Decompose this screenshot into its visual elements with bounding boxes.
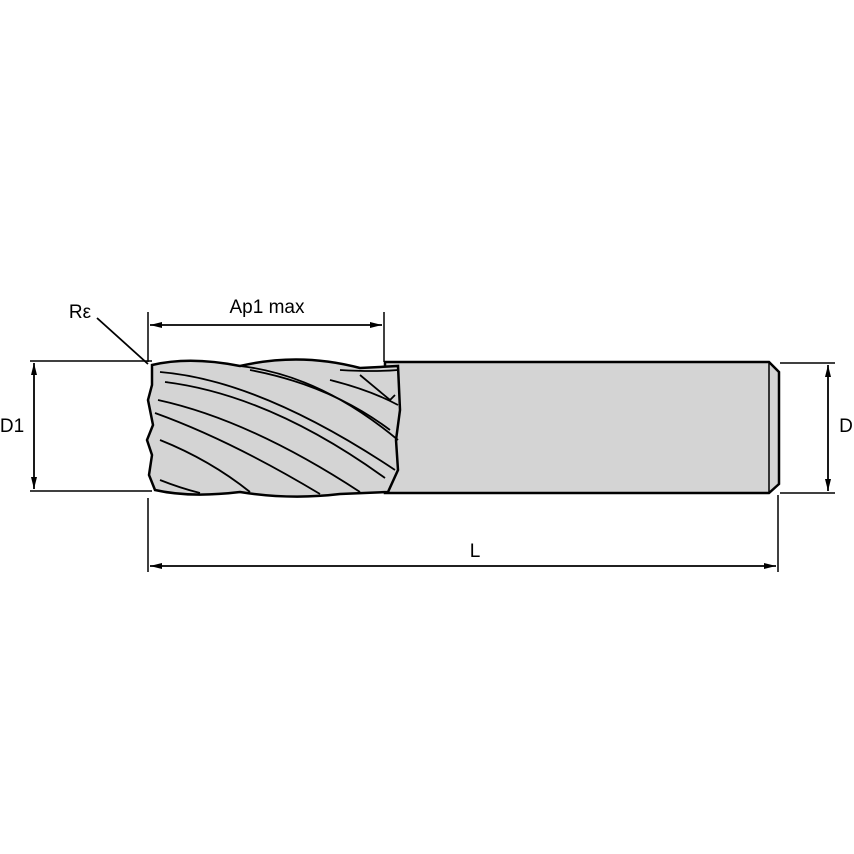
label-ap1-max: Ap1 max	[230, 297, 305, 318]
dimension-d1: D1	[0, 363, 37, 489]
dimension-ap1-max: Ap1 max	[150, 297, 382, 328]
fluted-cutting-section	[145, 358, 402, 498]
label-d1: D1	[0, 416, 24, 437]
dimension-l: L	[150, 541, 776, 569]
shank	[383, 360, 781, 495]
label-corner-radius: Rε	[69, 302, 92, 323]
dimension-d: D	[825, 365, 853, 491]
label-d: D	[839, 416, 853, 437]
dimension-corner-radius: Rε	[69, 302, 149, 365]
label-l: L	[470, 541, 481, 562]
extension-lines	[30, 312, 835, 572]
